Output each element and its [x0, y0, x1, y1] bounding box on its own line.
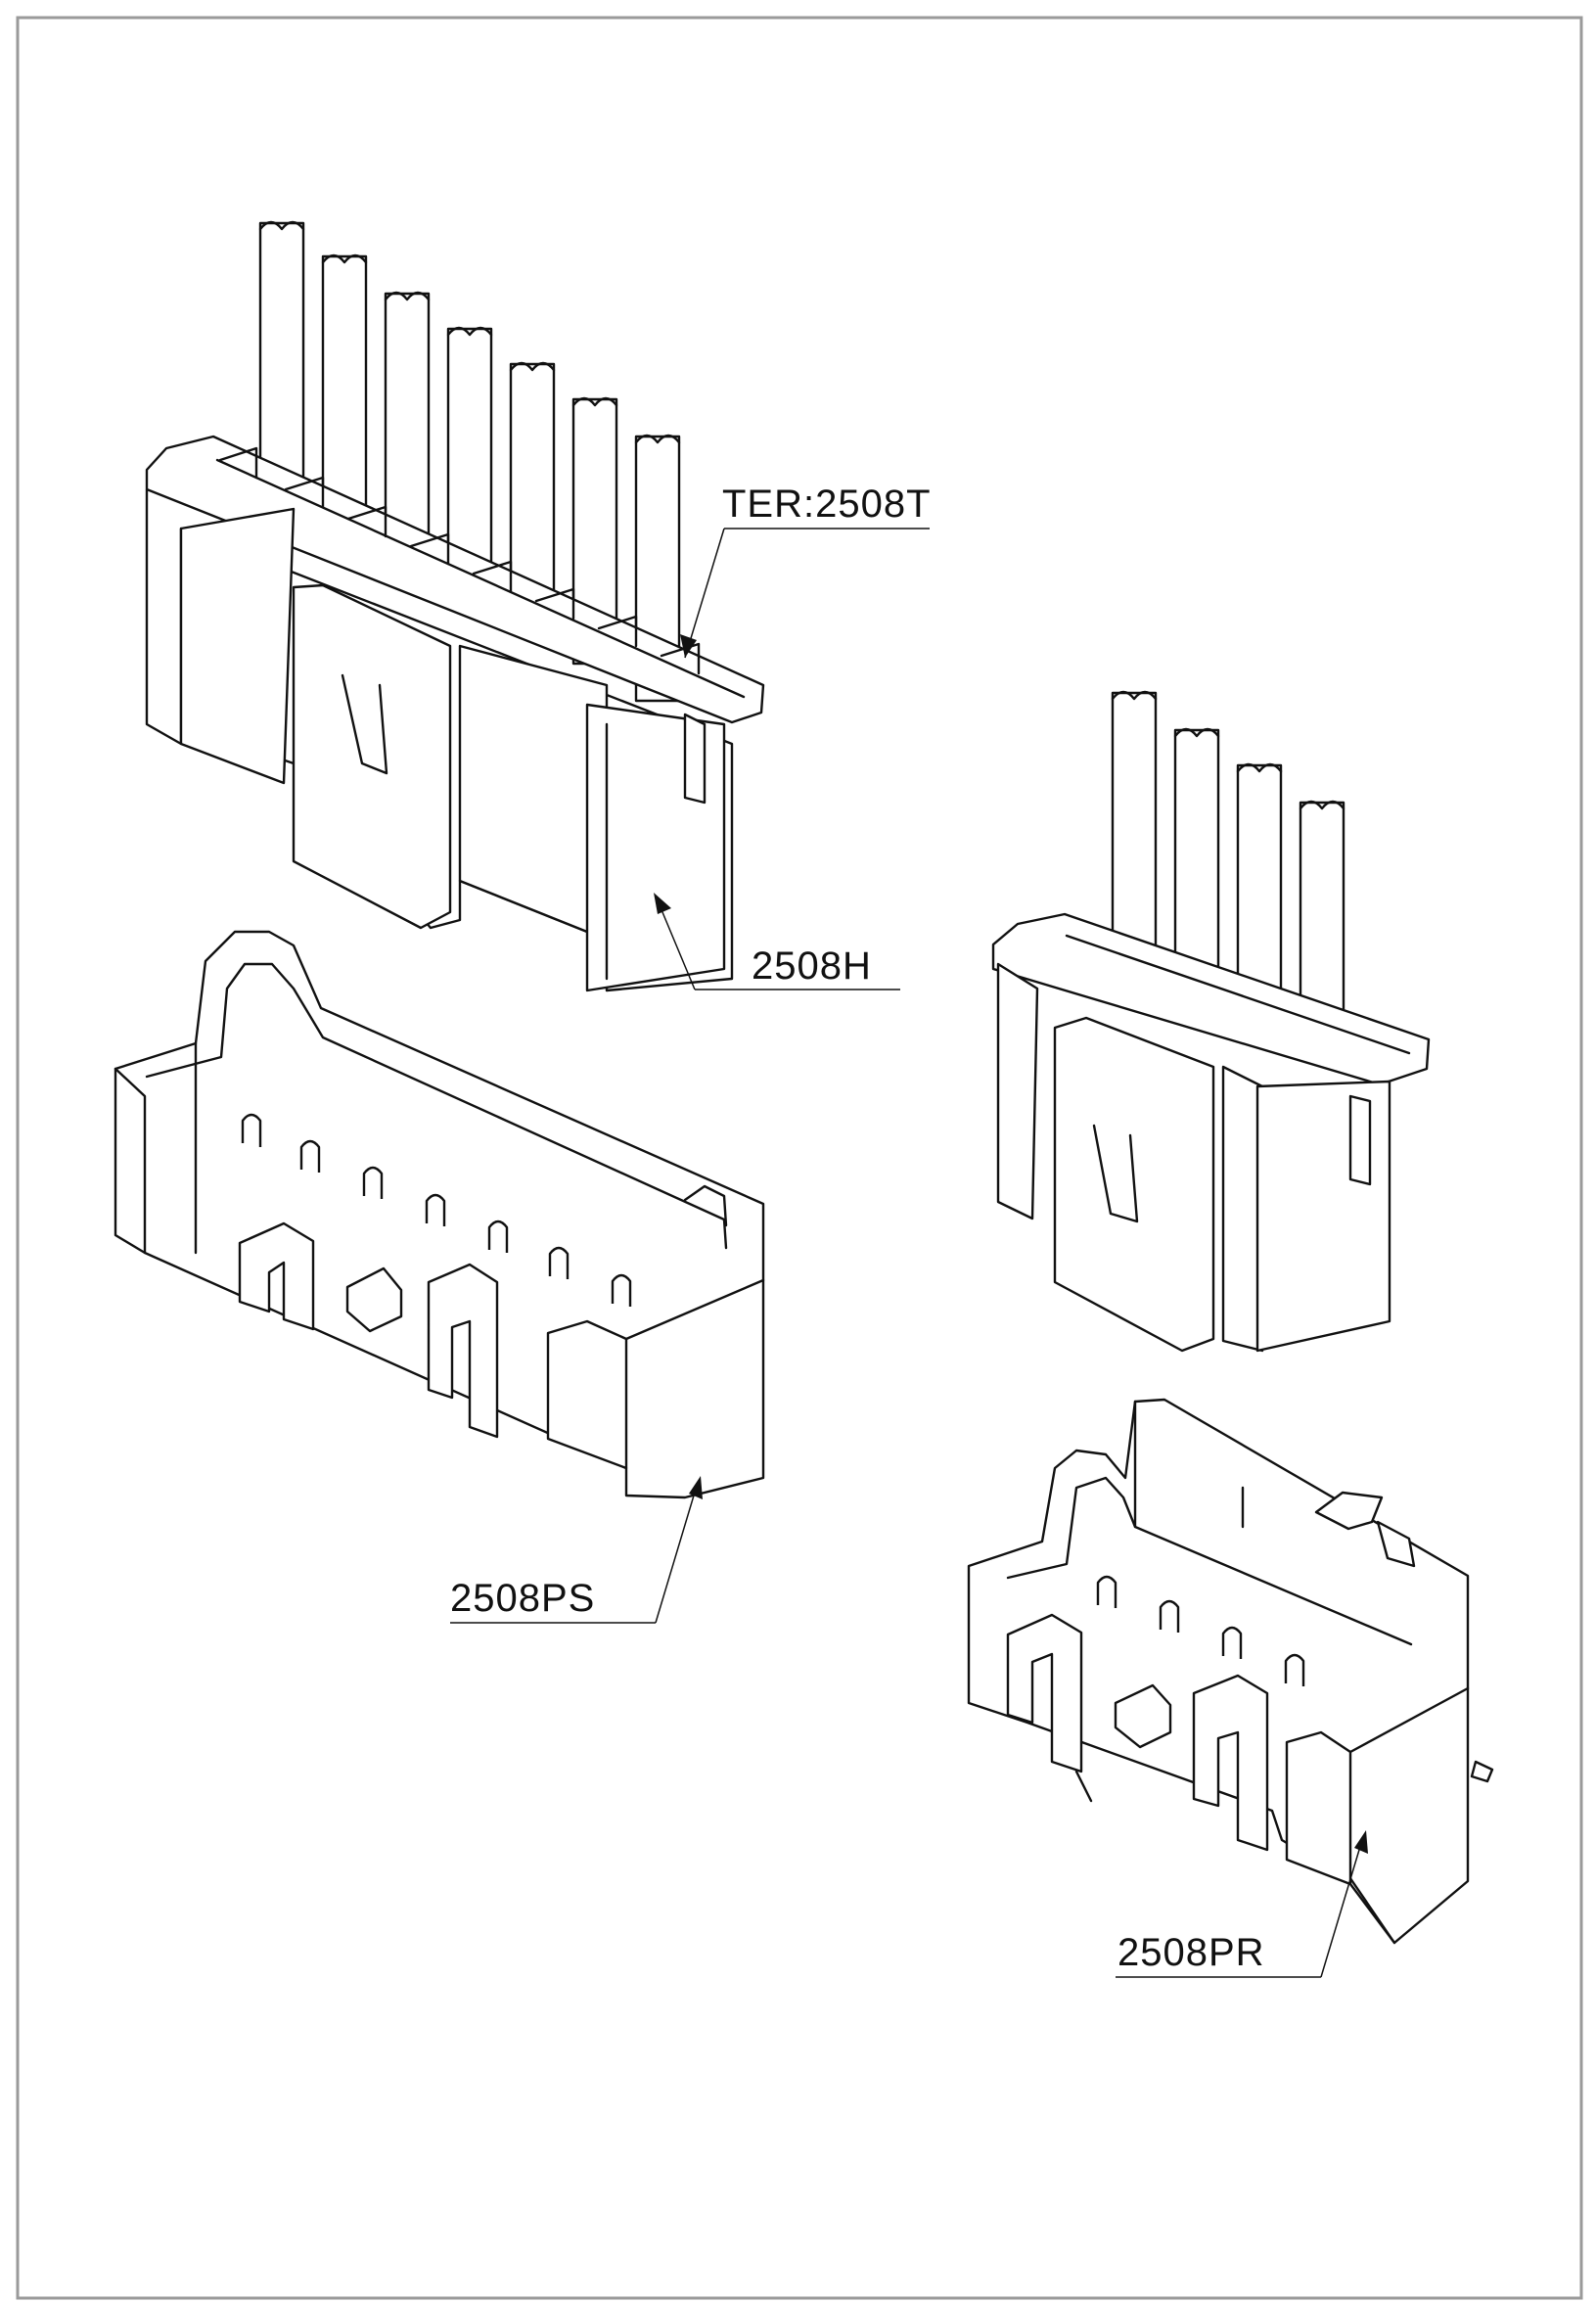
housing-2508h-drawing: [145, 220, 930, 992]
label-housing-2508h: 2508H: [752, 944, 872, 988]
label-terminal: TER:2508T: [722, 483, 932, 526]
sheet-frame: [16, 16, 1583, 2300]
label-header-2508ps: 2508PS: [450, 1577, 595, 1620]
pins-pr: [1096, 1575, 1305, 1686]
header-2508pr-drawing: [967, 1398, 1494, 1978]
label-header-2508pr: 2508PR: [1117, 1931, 1265, 1974]
pins-ps: [241, 1113, 632, 1307]
housing-4pin-drawing: [991, 690, 1431, 1353]
header-2508ps-drawing: [114, 930, 765, 1624]
